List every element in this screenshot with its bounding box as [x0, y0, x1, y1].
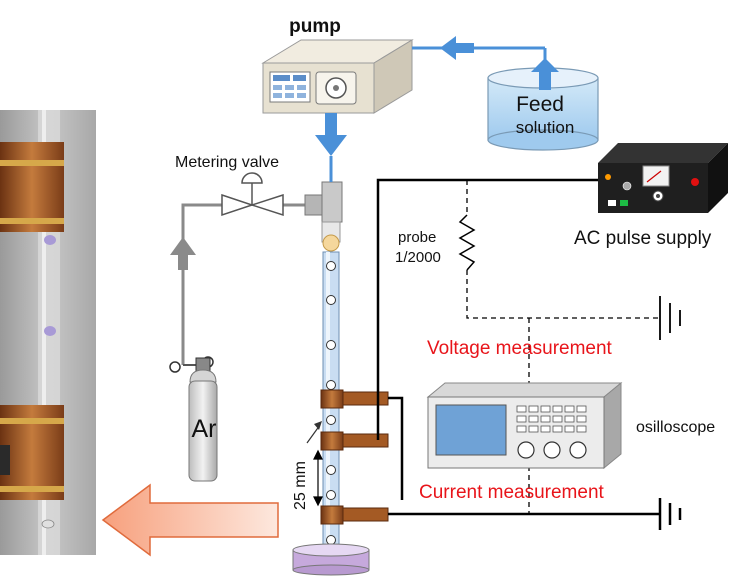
- photo-pointer-arrow: [101, 483, 279, 557]
- wiring: [376, 178, 660, 516]
- reactor-photo: [0, 110, 96, 555]
- spacing-dimension: [313, 449, 323, 507]
- spacing-label: 25 mm: [292, 461, 309, 510]
- metering-valve-label: Metering valve: [175, 154, 279, 171]
- ground-icon: [658, 498, 682, 530]
- probe-label-line2: 1/2000: [395, 249, 441, 266]
- valve-icon: [221, 172, 284, 217]
- gas-line: [170, 203, 305, 365]
- feed-label-line1: Feed: [516, 93, 564, 116]
- voltage-measurement-label: Voltage measurement: [427, 338, 613, 359]
- current-measurement-label: Current measurement: [419, 482, 605, 503]
- pump-label: pump: [289, 16, 341, 37]
- probe-ground-icon: [659, 296, 681, 340]
- resistor-icon: [458, 214, 476, 271]
- measurement-lines: [466, 180, 660, 514]
- ac-supply-label: AC pulse supply: [574, 228, 712, 249]
- ac-supply-icon: [598, 143, 728, 213]
- oscilloscope-icon: [426, 381, 623, 470]
- feed-flow-arrow: [440, 36, 474, 60]
- argon-label: Ar: [192, 415, 217, 443]
- bubbles: [326, 261, 336, 545]
- feed-label-line2: solution: [516, 118, 575, 137]
- probe-label-line1: probe: [398, 229, 436, 246]
- pump-icon: [261, 39, 414, 114]
- gas-cylinder-icon: [169, 356, 218, 482]
- t-fitting: [304, 181, 343, 223]
- oscilloscope-label: osilloscope: [636, 419, 715, 436]
- pump-outflow-arrow: [315, 113, 347, 156]
- feed-uptake-arrow: [531, 58, 559, 90]
- collection-dish: [292, 543, 370, 576]
